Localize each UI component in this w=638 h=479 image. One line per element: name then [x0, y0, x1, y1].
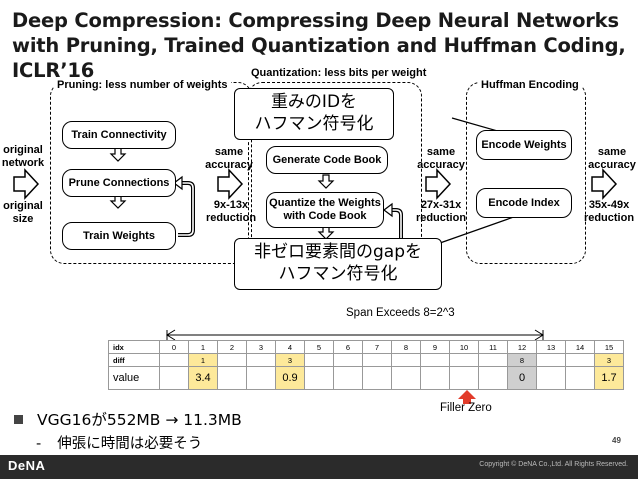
- reduction-label-2: 27x-31x reduction: [415, 199, 467, 224]
- page-number: 49: [612, 436, 621, 445]
- idx-cell: 5: [304, 340, 334, 354]
- big-arrow-4: [591, 168, 618, 200]
- idx-cell: 9: [420, 340, 450, 354]
- diff-cell: [246, 353, 276, 367]
- train-connectivity-box: Train Connectivity: [62, 121, 176, 149]
- copyright-text: Copyright © DeNA Co.,Ltd. All Rights Res…: [479, 461, 628, 468]
- diff-cell: 3: [594, 353, 624, 367]
- idx-cell: 6: [333, 340, 363, 354]
- idx-cell: 2: [217, 340, 247, 354]
- idx-cell: 10: [449, 340, 479, 354]
- bullet-main: VGG16が552MB → 11.3MB: [14, 408, 242, 430]
- idx-cell: 11: [478, 340, 508, 354]
- value-cell: [391, 366, 421, 390]
- diff-cell: [536, 353, 566, 367]
- idx-cell: 13: [536, 340, 566, 354]
- down-arrow-3: [317, 174, 335, 189]
- value-cell: [536, 366, 566, 390]
- diff-cell: 3: [275, 353, 305, 367]
- bullet-sub-text: 伸張に時間は必要そう: [57, 436, 203, 452]
- value-cell: [246, 366, 276, 390]
- big-arrow-3: [425, 168, 452, 200]
- bullet-main-text: VGG16が552MB → 11.3MB: [37, 411, 242, 429]
- idx-row-label: idx: [108, 340, 160, 354]
- reduction-label-1: 9x-13x reduction: [205, 199, 257, 224]
- value-cell: [362, 366, 392, 390]
- same-accuracy-label-2: same accuracy: [417, 146, 465, 171]
- dash-bullet-icon: -: [36, 436, 42, 452]
- footer-bar: DeNA Copyright © DeNA Co.,Ltd. All Right…: [0, 455, 638, 479]
- square-bullet-icon: [14, 415, 23, 424]
- value-cell: [217, 366, 247, 390]
- value-cell: 0.9: [275, 366, 305, 390]
- diff-cell: [478, 353, 508, 367]
- filler-zero-label: Filler Zero: [440, 402, 492, 414]
- down-arrow-1: [109, 147, 127, 162]
- value-cell: [304, 366, 334, 390]
- slide-title: Deep Compression: Compressing Deep Neura…: [12, 9, 626, 82]
- bullet-sub: -伸張に時間は必要そう: [36, 432, 202, 453]
- dena-logo: DeNA: [8, 458, 46, 473]
- original-network-label: original network: [1, 144, 45, 169]
- diff-row-label: diff: [108, 353, 160, 367]
- encode-index-box: Encode Index: [476, 188, 572, 218]
- diff-cell: [565, 353, 595, 367]
- idx-row: idx 0 1 2 3 4 5 6 7 8 9 10 11 12 13 14 1…: [108, 340, 624, 354]
- diff-cell: [159, 353, 189, 367]
- idx-cell: 7: [362, 340, 392, 354]
- value-cell: [565, 366, 595, 390]
- idx-cell: 8: [391, 340, 421, 354]
- quantize-weights-box: Quantize the Weights with Code Book: [266, 192, 384, 228]
- feedback-loop-pruning: [178, 181, 195, 237]
- diff-cell: 1: [188, 353, 218, 367]
- diff-cell: [333, 353, 363, 367]
- span-exceeds-label: Span Exceeds 8=2^3: [346, 307, 455, 319]
- value-cell: [159, 366, 189, 390]
- callout-weights-huffman: 重みのIDをハフマン符号化: [234, 88, 394, 140]
- original-size-label: original size: [3, 200, 43, 225]
- sparse-index-table: idx 0 1 2 3 4 5 6 7 8 9 10 11 12 13 14 1…: [108, 340, 624, 390]
- idx-cell: 1: [188, 340, 218, 354]
- prune-connections-box: Prune Connections: [62, 169, 176, 197]
- diff-row: diff 1 3 8 3: [108, 353, 624, 367]
- diff-cell: [391, 353, 421, 367]
- callout-gap-huffman: 非ゼロ要素間のgapをハフマン符号化: [234, 238, 442, 290]
- generate-code-book-box: Generate Code Book: [266, 146, 388, 174]
- diff-cell: [362, 353, 392, 367]
- train-weights-box: Train Weights: [62, 222, 176, 250]
- value-row: value 3.4 0.9 0 1.7: [108, 366, 624, 390]
- diff-cell: [217, 353, 247, 367]
- value-cell: 3.4: [188, 366, 218, 390]
- idx-cell: 15: [594, 340, 624, 354]
- same-accuracy-label-3: same accuracy: [588, 146, 636, 171]
- diff-cell: [304, 353, 334, 367]
- idx-cell: 4: [275, 340, 305, 354]
- value-cell: 1.7: [594, 366, 624, 390]
- value-cell: [420, 366, 450, 390]
- quantization-section-title: Quantization: less bits per weight: [248, 67, 430, 79]
- diff-cell: [449, 353, 479, 367]
- pruning-section-title: Pruning: less number of weights: [54, 79, 231, 91]
- diff-cell: [420, 353, 450, 367]
- value-row-label: value: [108, 366, 160, 390]
- encode-weights-box: Encode Weights: [476, 130, 572, 160]
- big-arrow-2: [217, 168, 244, 200]
- idx-cell: 12: [507, 340, 537, 354]
- huffman-section-title: Huffman Encoding: [478, 79, 582, 91]
- same-accuracy-label-1: same accuracy: [205, 146, 253, 171]
- value-cell: [449, 366, 479, 390]
- filler-zero-arrow: [458, 390, 476, 404]
- value-cell: [333, 366, 363, 390]
- value-cell: 0: [507, 366, 537, 390]
- reduction-label-3: 35x-49x reduction: [583, 199, 635, 224]
- diff-cell: 8: [507, 353, 537, 367]
- idx-cell: 0: [159, 340, 189, 354]
- value-cell: [478, 366, 508, 390]
- big-arrow-1: [13, 168, 40, 200]
- idx-cell: 14: [565, 340, 595, 354]
- idx-cell: 3: [246, 340, 276, 354]
